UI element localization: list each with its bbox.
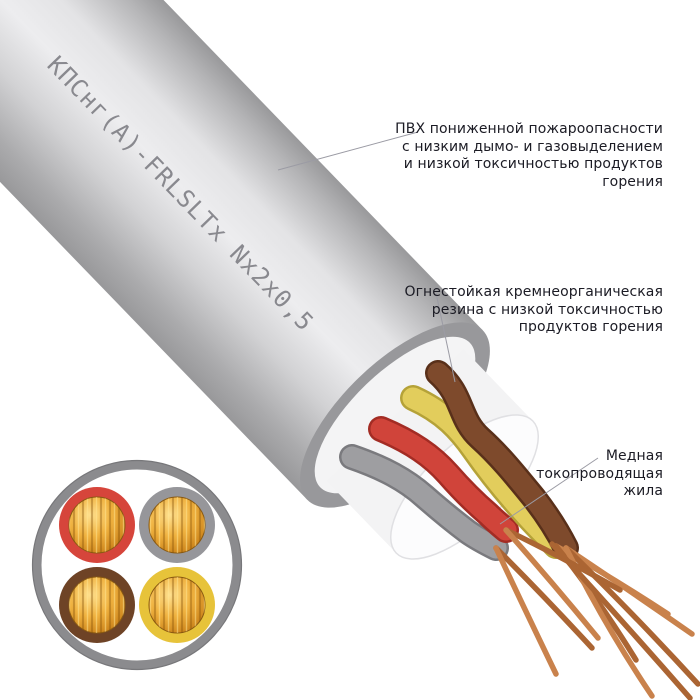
- leader-lines: [277, 131, 599, 525]
- leader-line-jacket: [277, 131, 419, 171]
- brown-conductor-strands: [69, 577, 125, 633]
- annotation-conductor: Медная токопроводящая жила: [536, 448, 663, 499]
- annotation-outer-jacket: ПВХ пониженной пожароопасности с низким …: [395, 121, 663, 190]
- copper-strand: [563, 545, 695, 637]
- leader-line-conductor: [499, 457, 599, 525]
- copper-strand: [493, 545, 559, 677]
- annotation-wire-insulation: Огнестойкая кремнеорганическая резина с …: [404, 284, 663, 335]
- cross-section-wire-brown: [59, 567, 135, 643]
- brown-wire: [427, 362, 577, 559]
- cross-section-wire-red: [59, 487, 135, 563]
- gray-conductor-strands: [149, 497, 205, 553]
- cross-section-jacket-ring: [32, 460, 242, 670]
- yellow-conductor-strands: [149, 577, 205, 633]
- inner-wires: [339, 360, 579, 561]
- gray-wire: [341, 446, 507, 559]
- cross-section-wire-yellow: [139, 567, 215, 643]
- leader-line-insulation: [435, 292, 456, 383]
- copper-strand: [549, 541, 693, 700]
- red-wire: [370, 418, 517, 541]
- cross-section-outline: [31, 459, 243, 671]
- copper-strand: [503, 527, 601, 641]
- cross-section-wire-gray: [139, 487, 215, 563]
- copper-strand: [493, 545, 595, 651]
- cross-section-diagram: [31, 459, 243, 671]
- red-conductor-strands: [69, 497, 125, 553]
- copper-strands: [493, 527, 700, 700]
- copper-strand: [563, 545, 700, 687]
- yellow-wire: [402, 387, 567, 557]
